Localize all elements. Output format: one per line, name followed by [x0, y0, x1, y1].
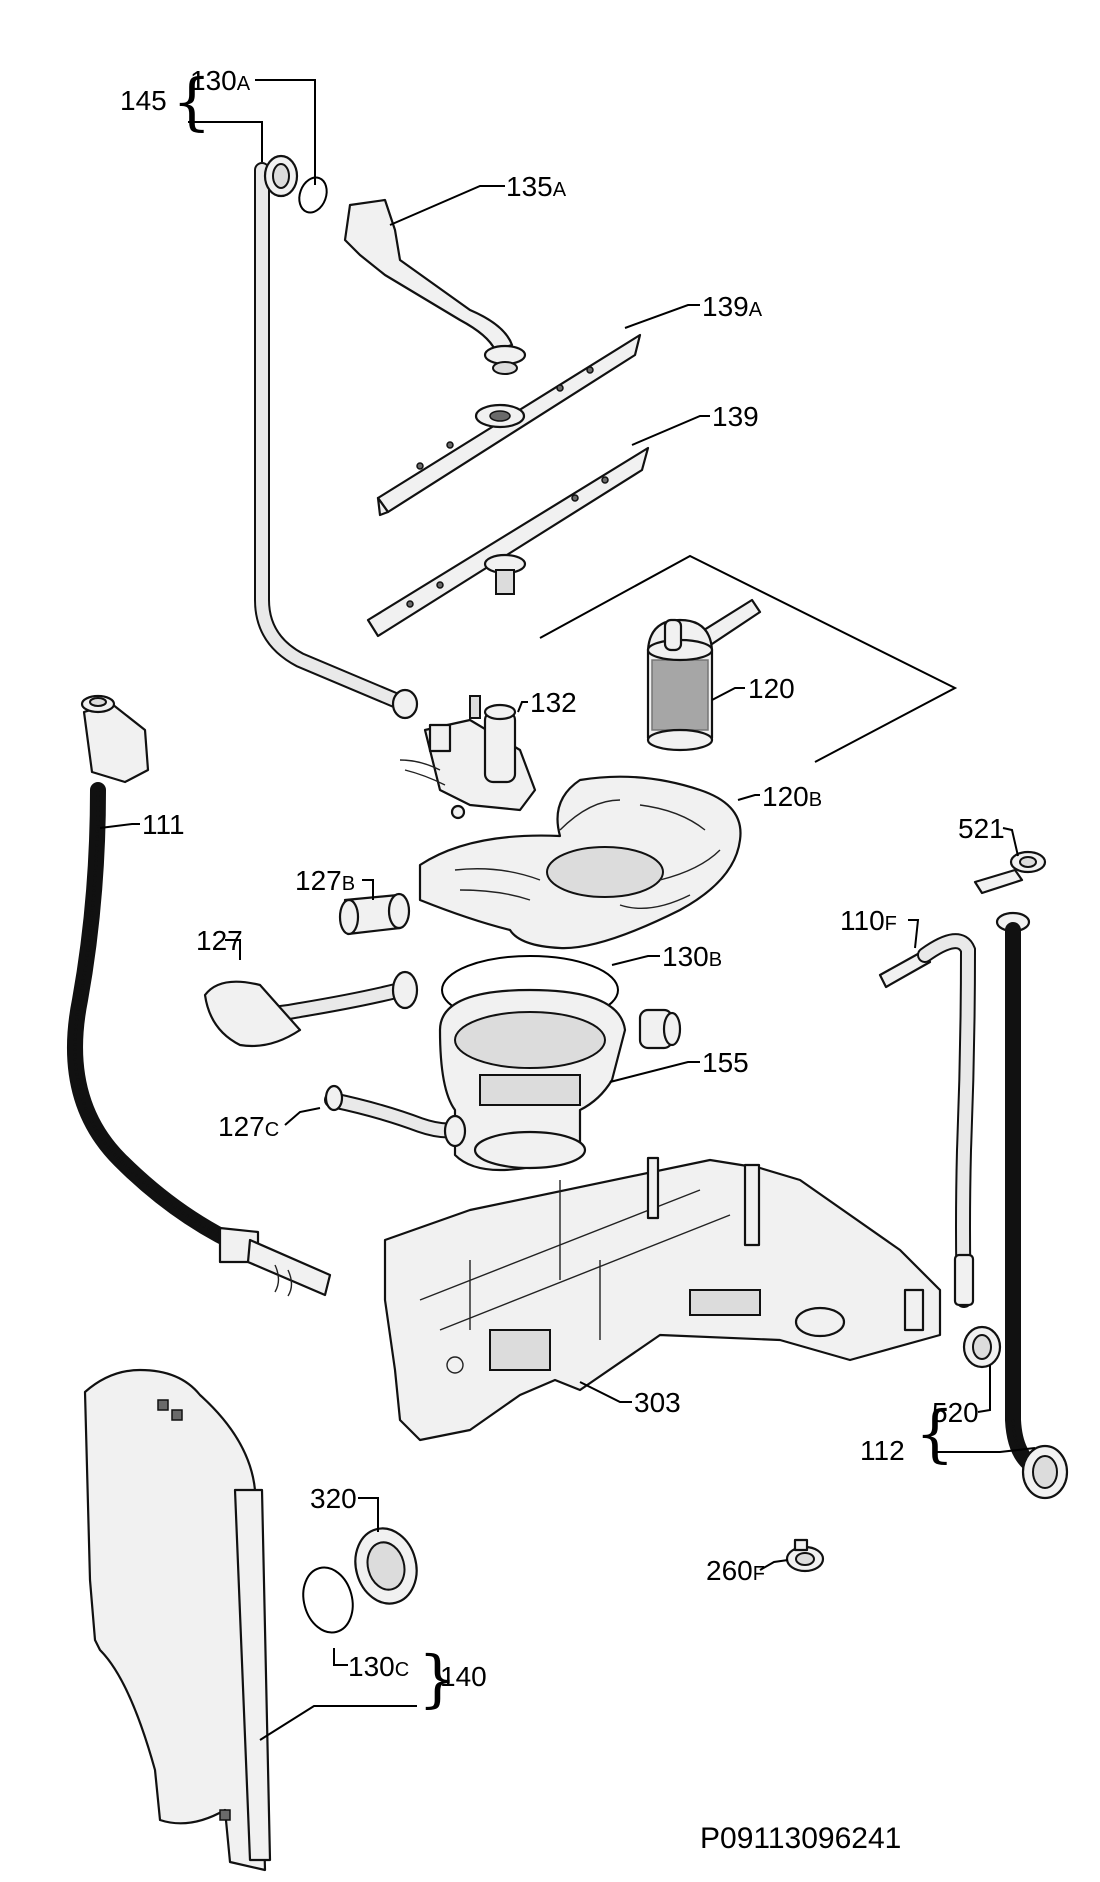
label-127b: 127B	[295, 865, 355, 896]
label-130c: 130C	[348, 1651, 409, 1682]
brace-140: }	[418, 1642, 457, 1715]
flange-520[interactable]	[962, 1325, 1002, 1369]
label-120: 120	[748, 673, 795, 704]
filter-frame-outline	[539, 554, 958, 763]
ring-130c[interactable]	[296, 1562, 359, 1638]
seal-320[interactable]	[347, 1522, 425, 1611]
spray-arm-feed-135a[interactable]	[343, 198, 527, 375]
label-520: 520	[932, 1397, 979, 1428]
label-135a: 135A	[506, 171, 567, 202]
label-111: 111	[142, 809, 185, 840]
label-130b: 130B	[662, 941, 722, 972]
diagram-code: P09113096241	[700, 1822, 901, 1855]
hose-127c[interactable]	[324, 1084, 467, 1148]
label-127: 127	[196, 925, 243, 956]
lower-spray-arm-139[interactable]	[366, 446, 650, 638]
label-145: 145	[120, 85, 167, 116]
brace-112: {	[915, 1397, 954, 1470]
label-303: 303	[634, 1387, 681, 1418]
upper-spray-arm-139a[interactable]	[376, 333, 642, 517]
label-320: 320	[310, 1483, 357, 1514]
ring-130a[interactable]	[295, 174, 332, 217]
sump-155[interactable]	[438, 988, 682, 1172]
label-132: 132	[530, 687, 577, 718]
side-panel-140[interactable]	[83, 1368, 272, 1872]
label-110f: 110F	[840, 905, 897, 936]
drain-hose-112[interactable]	[995, 911, 1069, 1500]
label-130a: 130A	[190, 65, 251, 96]
inlet-hose-111[interactable]	[67, 694, 332, 1297]
connector-127b[interactable]	[338, 892, 411, 936]
brace-145: {	[172, 65, 211, 138]
hose-110f[interactable]	[878, 933, 977, 1308]
clamp-260f[interactable]	[785, 1538, 825, 1573]
label-139: 139	[712, 401, 759, 432]
label-260f: 260F	[706, 1555, 765, 1586]
label-140: 140	[440, 1661, 487, 1692]
part-521[interactable]	[973, 850, 1047, 895]
label-112: 112	[860, 1435, 905, 1466]
label-127c: 127C	[218, 1111, 279, 1142]
valve-132[interactable]	[399, 695, 537, 820]
label-521: 521	[958, 813, 1005, 844]
hose-127[interactable]	[203, 970, 419, 1048]
filter-120[interactable]	[646, 598, 762, 752]
supply-pipe-145[interactable]	[254, 154, 419, 720]
filter-plate-120b[interactable]	[418, 775, 742, 950]
label-155: 155	[702, 1047, 749, 1078]
leader-lines	[99, 79, 1036, 1741]
base-tub-303[interactable]	[383, 1156, 942, 1442]
label-120b: 120B	[762, 781, 822, 812]
label-139a: 139A	[702, 291, 763, 322]
